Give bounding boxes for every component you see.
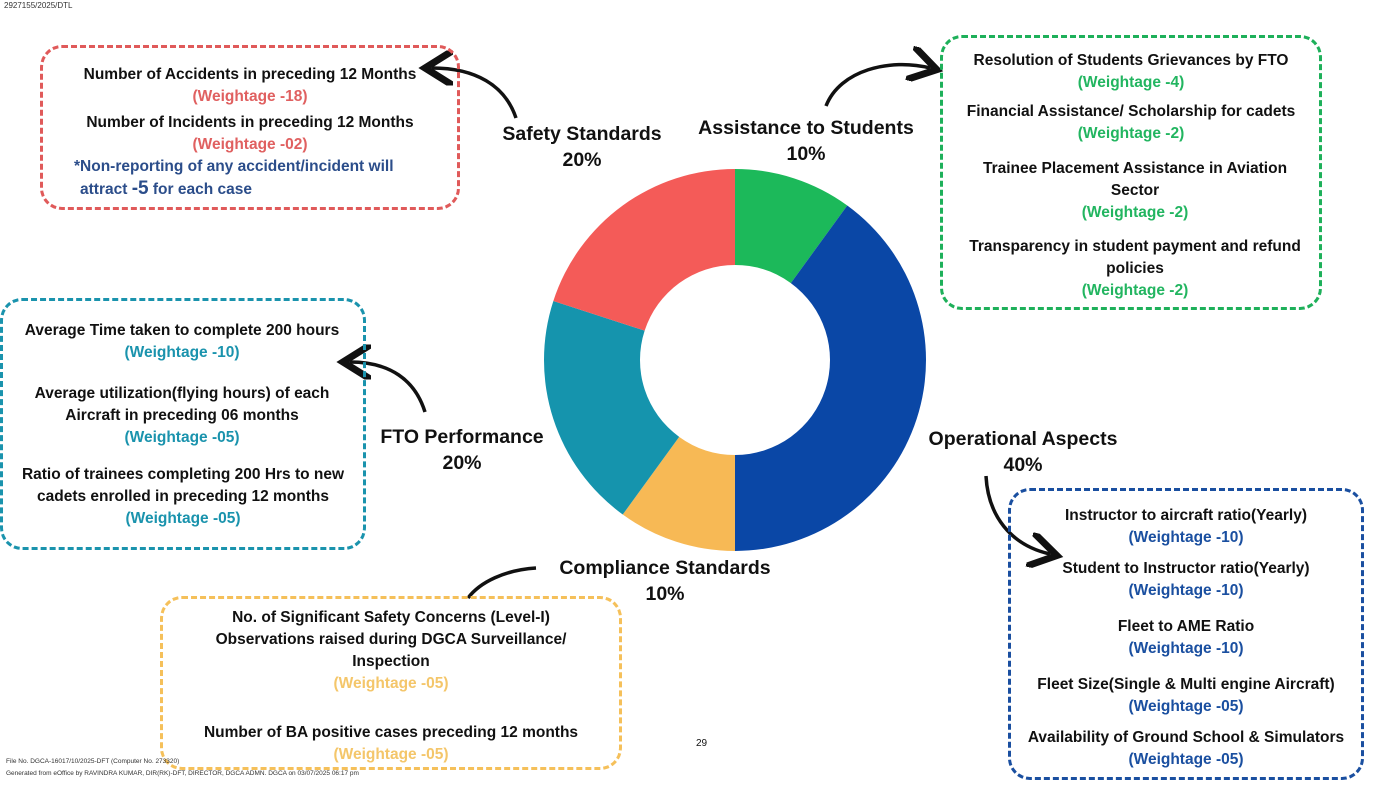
- category-safety: Safety Standards 20%: [492, 121, 672, 173]
- donut-chart: [544, 169, 926, 551]
- operational-item-fleet-size: Fleet Size(Single & Multi engine Aircraf…: [1037, 676, 1335, 715]
- assistance-criteria-box: [940, 35, 1322, 310]
- arrow-operational: [984, 475, 1050, 554]
- compliance-item-ba: Number of BA positive cases preceding 12…: [203, 724, 579, 763]
- footer-generated: Generated from eOffice by RAVINDRA KUMAR…: [6, 770, 359, 777]
- category-operational-name: Operational Aspects: [928, 428, 1118, 450]
- arrow-assistance: [824, 65, 930, 107]
- compliance-item-ssc: No. of Significant Safety Concerns (Leve…: [215, 609, 567, 692]
- donut-slice-assistance-to-students: [735, 169, 848, 284]
- category-fto-name: FTO Performance: [380, 426, 544, 448]
- arrow-fto: [350, 362, 427, 413]
- assistance-item-placement: Trainee Placement Assistance in Aviation…: [982, 160, 1288, 221]
- category-fto: FTO Performance 20%: [372, 424, 552, 476]
- category-compliance: Compliance Standards 10%: [550, 555, 780, 607]
- operational-item-instructor-aircraft: Instructor to aircraft ratio(Yearly) (We…: [1064, 507, 1308, 546]
- category-compliance-name: Compliance Standards: [559, 557, 771, 579]
- donut-slice-safety-standards: [553, 169, 735, 331]
- arrow-safety: [432, 68, 518, 119]
- arrow-compliance: [466, 566, 537, 600]
- category-fto-pct: 20%: [442, 452, 482, 474]
- safety-item-incidents-weight: (Weightage -02): [192, 136, 308, 153]
- assistance-item-transparency: Transparency in student payment and refu…: [969, 238, 1301, 299]
- safety-note: *Non-reporting of any accident/incident …: [74, 158, 394, 199]
- category-assistance: Assistance to Students 10%: [690, 115, 922, 167]
- safety-item-incidents: Number of Incidents in preceding 12 Mont…: [50, 112, 450, 156]
- safety-criteria-box: [40, 45, 460, 210]
- category-compliance-pct: 10%: [645, 583, 685, 605]
- category-assistance-pct: 10%: [786, 143, 826, 165]
- footer-file-no: File No. DGCA-16017/10/2025-DFT (Compute…: [6, 758, 180, 765]
- fto-item-ratio: Ratio of trainees completing 200 Hrs to …: [21, 466, 345, 527]
- fto-item-avg-time: Average Time taken to complete 200 hours…: [24, 322, 340, 361]
- safety-item-accidents-weight: (Weightage -18): [192, 88, 308, 105]
- donut-slice-operational-aspects: [735, 205, 926, 551]
- donut-slice-compliance-standards: [622, 436, 735, 551]
- page-number: 29: [696, 738, 708, 749]
- compliance-criteria-box: [160, 596, 622, 770]
- operational-item-ground-school: Availability of Ground School & Simulato…: [1027, 729, 1345, 768]
- fto-item-utilization: Average utilization(flying hours) of eac…: [34, 385, 330, 446]
- category-safety-name: Safety Standards: [502, 123, 662, 145]
- category-operational: Operational Aspects 40%: [918, 426, 1128, 478]
- operational-criteria-box: [1008, 488, 1364, 780]
- safety-item-accidents: Number of Accidents in preceding 12 Mont…: [50, 64, 450, 108]
- assistance-item-grievances: Resolution of Students Grievances by FTO…: [973, 52, 1289, 91]
- operational-item-fleet-ame: Fleet to AME Ratio (Weightage -10): [1117, 618, 1255, 657]
- category-operational-pct: 40%: [1003, 454, 1043, 476]
- assistance-item-financial: Financial Assistance/ Scholarship for ca…: [966, 103, 1296, 142]
- fto-criteria-box: [0, 298, 366, 550]
- operational-item-student-instructor: Student to Instructor ratio(Yearly) (Wei…: [1062, 560, 1310, 599]
- donut-slice-fto-performance: [544, 300, 680, 515]
- document-id: 2927155/2025/DTL: [4, 1, 73, 10]
- category-assistance-name: Assistance to Students: [698, 117, 914, 139]
- category-safety-pct: 20%: [562, 149, 602, 171]
